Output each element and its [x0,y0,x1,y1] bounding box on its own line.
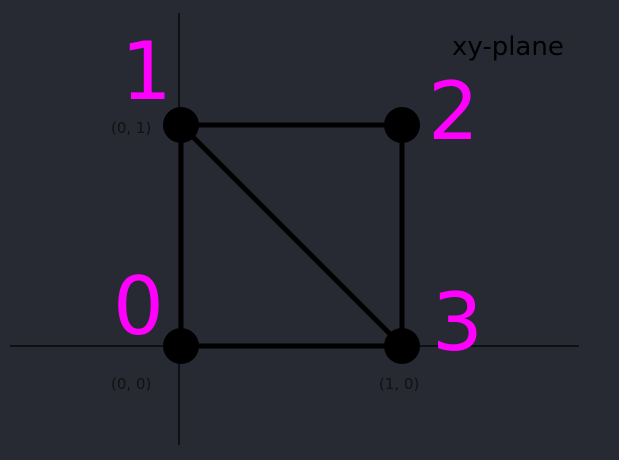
edges-layer [178,122,405,349]
vertex-0 [163,328,199,364]
vertex-2 [384,107,420,143]
vertex-index-label-1: 1 [121,25,172,118]
vertex-coord-label-1: (0, 1) [111,119,151,137]
vertex-index-label-2: 2 [428,65,479,158]
edge-1-3 [178,122,405,349]
plane-label: xy-plane [452,32,564,62]
vertex-1 [163,107,199,143]
vertex-3 [384,328,420,364]
labels-layer: 0 (0, 0) 1(0, 1) 2 3 (1, 0) [111,25,483,393]
vertex-coord-label-3: (1, 0) [379,375,419,393]
vertex-coord-label-0: (0, 0) [111,375,151,393]
vertex-index-label-0: 0 [113,260,164,353]
vertices-layer [163,107,420,364]
vertex-index-label-3: 3 [432,276,483,369]
